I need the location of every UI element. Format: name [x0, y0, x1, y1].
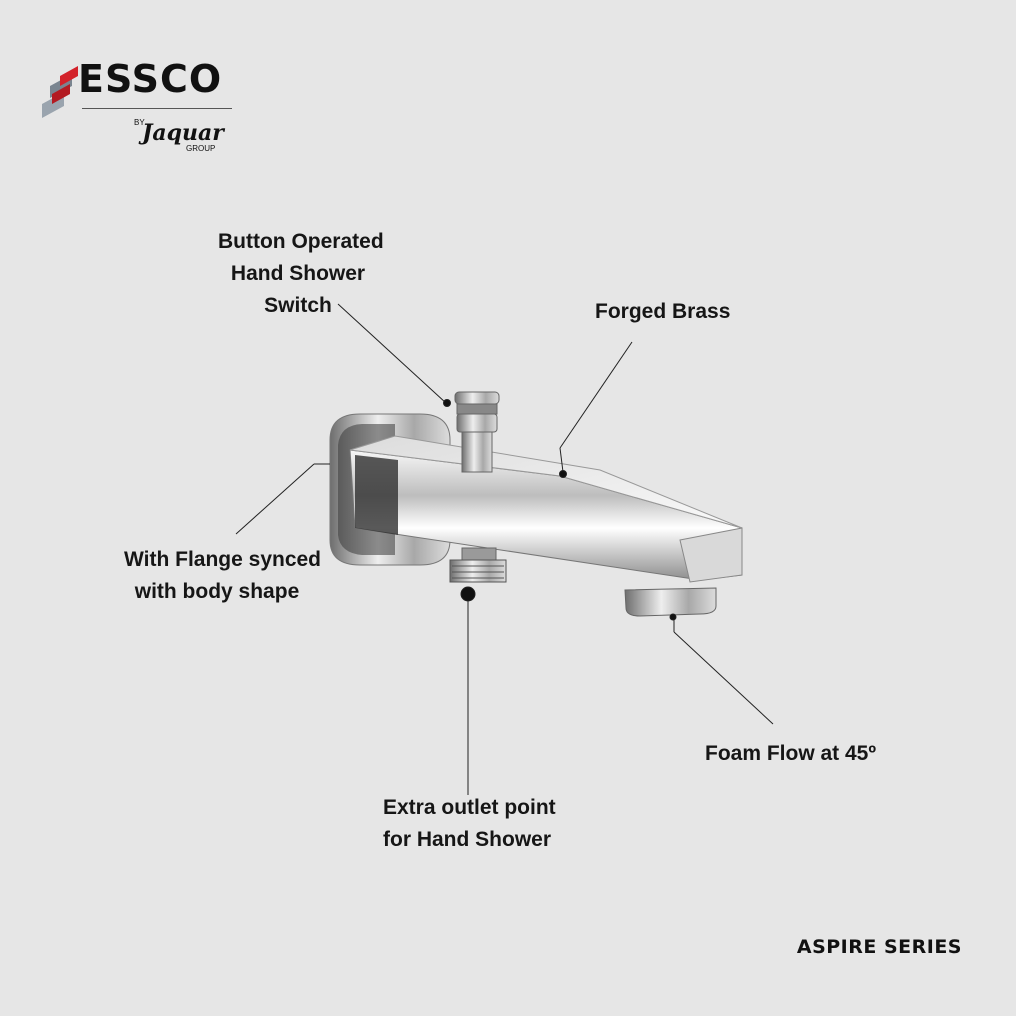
logo-mark-icon [42, 66, 78, 118]
brand-by: BY [134, 118, 145, 127]
callout-line: for Hand Shower [383, 828, 552, 851]
leader-dot-button [443, 399, 451, 407]
brand-wordmark: ESSCO [78, 57, 223, 101]
callout-line: Extra outlet point [383, 796, 556, 819]
leader-button [337, 303, 447, 404]
callout-line: Foam Flow at 45º [705, 742, 877, 765]
callout-line: with body shape [134, 580, 300, 603]
callout-foam-flow: Foam Flow at 45º [705, 738, 876, 770]
logo-divider [82, 108, 232, 109]
callout-line: With Flange synced [124, 548, 322, 571]
aerator [624, 587, 717, 617]
brand-group: GROUP [186, 144, 216, 153]
callout-forged-brass: Forged Brass [595, 296, 730, 328]
spout-body [349, 435, 743, 583]
callout-leaders [235, 303, 774, 795]
essco-logo: ESSCO BY Jaquar GROUP [38, 56, 248, 156]
callout-line: Switch [264, 294, 332, 317]
callout-line: Hand Shower [230, 262, 366, 285]
leader-dot-foam [669, 613, 677, 621]
brand-sub: Jaquar [142, 120, 224, 146]
diverter-button [454, 391, 500, 473]
callout-line: Button Operated [218, 230, 384, 253]
leader-dot-outlet [460, 586, 476, 602]
callout-button-operated: Button Operated Hand Shower Switch [218, 226, 384, 322]
series-label: ASPIRE SERIES [796, 936, 962, 958]
callout-extra-outlet: Extra outlet point for Hand Shower [383, 792, 556, 856]
callout-flange: With Flange synced with body shape [124, 544, 322, 608]
leader-dot-brass [559, 470, 567, 478]
callout-line: Forged Brass [595, 300, 731, 323]
outlet-thread [449, 547, 507, 583]
